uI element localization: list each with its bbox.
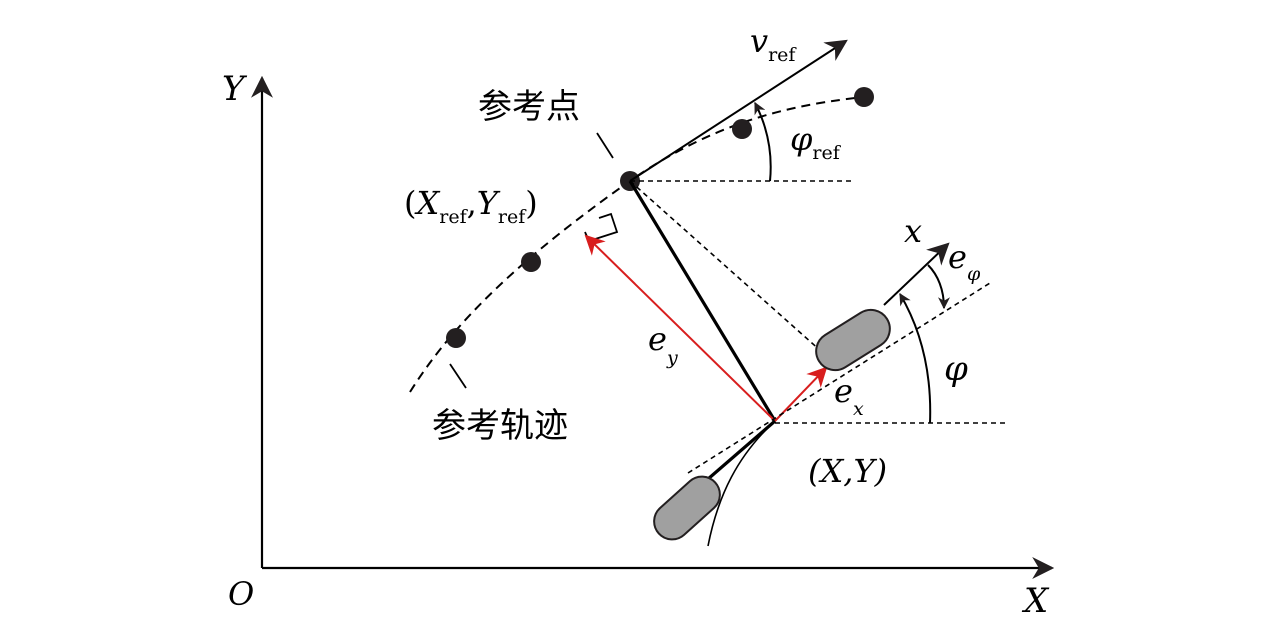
trajectory-point — [732, 119, 752, 139]
phi-ref-angle-arc — [754, 101, 772, 182]
reference-coordinate-label: (Xref,Yref) — [404, 184, 538, 228]
right-angle-marker — [584, 212, 619, 243]
coordinate-axes: Y O X — [222, 69, 1055, 618]
rear-wheel — [653, 475, 721, 541]
e-x-vector — [774, 366, 828, 422]
vehicle-coordinate-label: (X,Y) — [808, 452, 887, 490]
e-y-label: ey — [648, 320, 678, 369]
vehicle-path-curve — [707, 420, 776, 547]
e-phi-angle-arc — [927, 264, 950, 310]
e-phi-label: eφ — [948, 238, 981, 285]
reference-trajectory-label: 参考轨迹 — [432, 406, 568, 446]
origin-label: O — [228, 575, 254, 613]
front-wheel — [815, 308, 891, 372]
vehicle-heading-arrow — [883, 242, 950, 306]
trajectory-point — [521, 252, 541, 272]
trajectory-point — [854, 87, 874, 107]
reference-point-leader — [596, 132, 614, 159]
vehicle: x (X,Y) — [653, 212, 991, 547]
v-ref-label: vref — [750, 22, 797, 66]
phi-label: φ — [944, 349, 968, 389]
projection-dashed-line — [629, 180, 823, 353]
body-x-label: x — [904, 212, 922, 250]
axis-y-label: Y — [222, 69, 248, 109]
reference-trajectory-leader — [449, 363, 467, 389]
v-ref-arrow — [629, 39, 848, 182]
phi-ref-label: φref — [790, 120, 842, 164]
phi-angle-arc — [899, 292, 932, 424]
distance-line — [628, 180, 777, 422]
vehicle-axis-dashed — [687, 282, 991, 474]
trajectory-point — [446, 328, 466, 348]
e-x-label: ex — [834, 372, 864, 420]
e-y-vector — [584, 234, 776, 422]
reference-point-label: 参考点 — [478, 87, 580, 127]
axis-x-label: X — [1021, 581, 1050, 618]
